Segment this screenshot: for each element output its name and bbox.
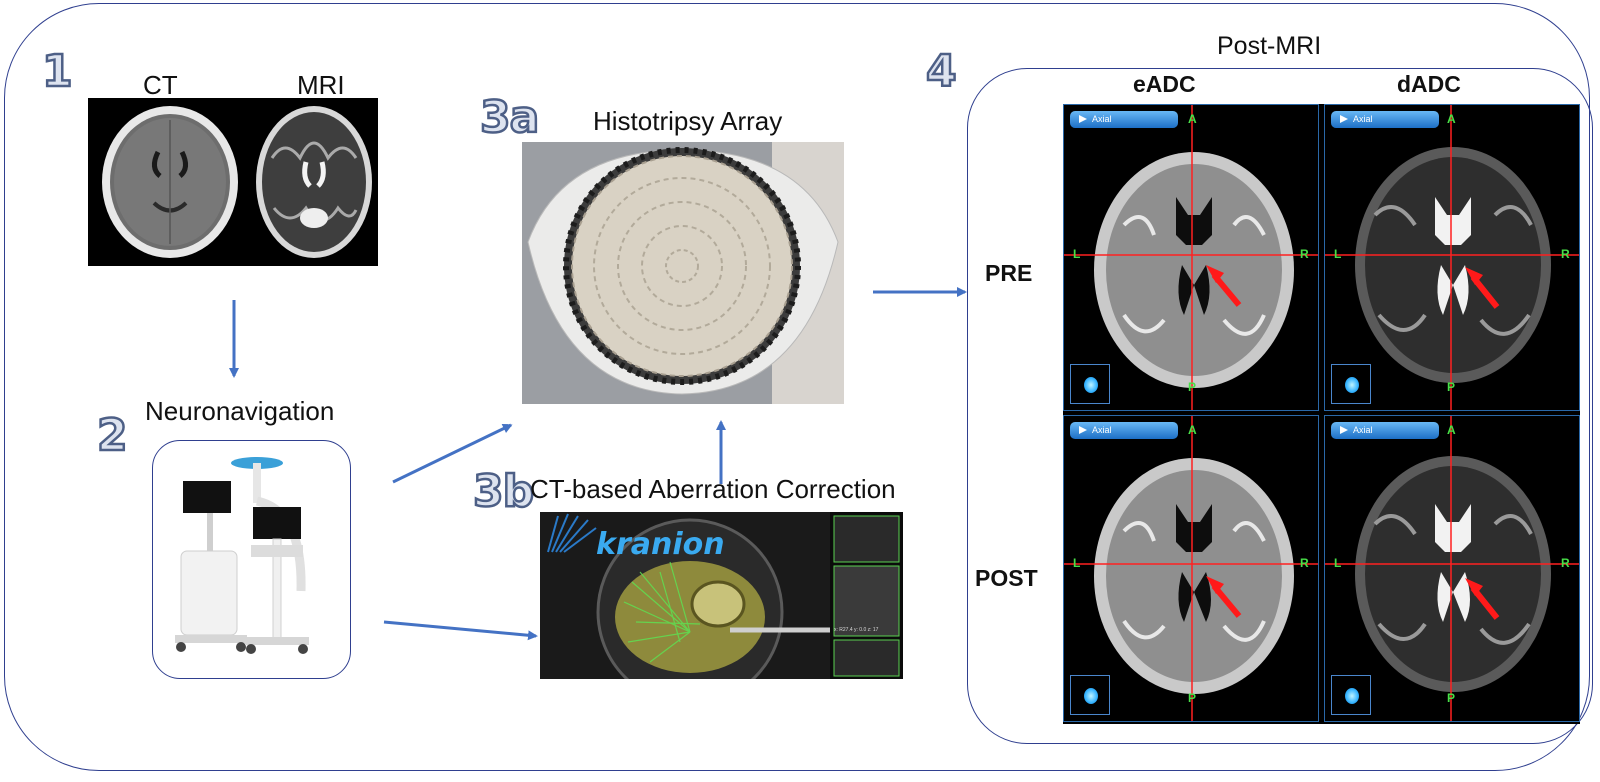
orientation-anterior: A: [1447, 112, 1456, 126]
orientation-posterior: P: [1188, 691, 1197, 705]
play-icon: [1079, 426, 1087, 434]
ct-label: CT: [143, 70, 178, 100]
axial-chip-label: Axial: [1353, 114, 1373, 124]
play-icon: [1340, 115, 1348, 123]
orientation-left: L: [1073, 556, 1081, 570]
orientation-posterior: P: [1447, 691, 1456, 705]
head-orientation-icon: [1331, 364, 1371, 404]
axial-view-chip[interactable]: Axial: [1331, 422, 1439, 439]
orientation-left: L: [1334, 556, 1342, 570]
mri-panel-grid: Axial A P L R Axial A P L R: [1063, 104, 1580, 724]
mri-panel-pre-eadc: Axial A P L R: [1063, 104, 1319, 411]
step-4-number: 4: [925, 46, 958, 97]
histotripsy-array-label: Histotripsy Array: [593, 106, 783, 136]
neuronavigation-device-panel: [152, 440, 351, 679]
post-mri-label: Post-MRI: [1217, 32, 1322, 60]
mri-panel-post-dadc: Axial A P L R: [1324, 415, 1580, 722]
play-icon: [1340, 426, 1348, 434]
play-icon: [1079, 115, 1087, 123]
axial-chip-label: Axial: [1353, 425, 1373, 435]
axial-chip-label: Axial: [1092, 114, 1112, 124]
outer-frame: [4, 3, 1590, 771]
mri-panel-pre-dadc: Axial A P L R: [1324, 104, 1580, 411]
step-1-number: 1: [41, 46, 74, 97]
histotripsy-array-image: [522, 142, 844, 404]
orientation-anterior: A: [1188, 112, 1197, 126]
kranion-coordinate-readout: x: R27.4 y: 0.0 z: 17: [834, 627, 879, 633]
head-orientation-icon: [1331, 675, 1371, 715]
mri-panel-post-eadc: Axial A P L R: [1063, 415, 1319, 722]
kranion-software-image: kranion x: R27.4 y: 0.0 z: 17: [540, 512, 903, 679]
step-2-number: 2: [96, 410, 129, 461]
kranion-logo-text: kranion: [596, 527, 725, 562]
head-orientation-icon: [1070, 364, 1110, 404]
orientation-posterior: P: [1447, 380, 1456, 394]
arrow-neuronav-to-array: [392, 423, 513, 484]
step-3b-number: 3b: [472, 466, 536, 517]
orientation-posterior: P: [1188, 380, 1197, 394]
orientation-right: R: [1300, 247, 1309, 261]
row-label-pre: PRE: [985, 260, 1033, 286]
step-3a-number: 3a: [479, 92, 541, 143]
axial-view-chip[interactable]: Axial: [1070, 422, 1178, 439]
orientation-anterior: A: [1447, 423, 1456, 437]
orientation-anterior: A: [1188, 423, 1197, 437]
neuronavigation-system-image: [175, 457, 309, 654]
axial-chip-label: Axial: [1092, 425, 1112, 435]
column-header-dadc: dADC: [1397, 71, 1461, 97]
mri-scan-image: [250, 98, 378, 266]
ct-scan-image: [88, 98, 250, 266]
aberration-correction-label: CT-based Aberration Correction: [530, 474, 896, 504]
orientation-left: L: [1334, 247, 1342, 261]
orientation-left: L: [1073, 247, 1081, 261]
row-label-post: POST: [975, 565, 1038, 591]
neuronavigation-label: Neuronavigation: [145, 396, 335, 426]
column-header-eadc: eADC: [1133, 71, 1196, 97]
post-mri-frame: [967, 68, 1593, 744]
axial-view-chip[interactable]: Axial: [1331, 111, 1439, 128]
orientation-right: R: [1300, 556, 1309, 570]
arrow-neuronav-to-kranion: [383, 620, 538, 641]
axial-view-chip[interactable]: Axial: [1070, 111, 1178, 128]
orientation-right: R: [1561, 247, 1570, 261]
mri-label: MRI: [297, 70, 345, 100]
orientation-right: R: [1561, 556, 1570, 570]
head-orientation-icon: [1070, 675, 1110, 715]
